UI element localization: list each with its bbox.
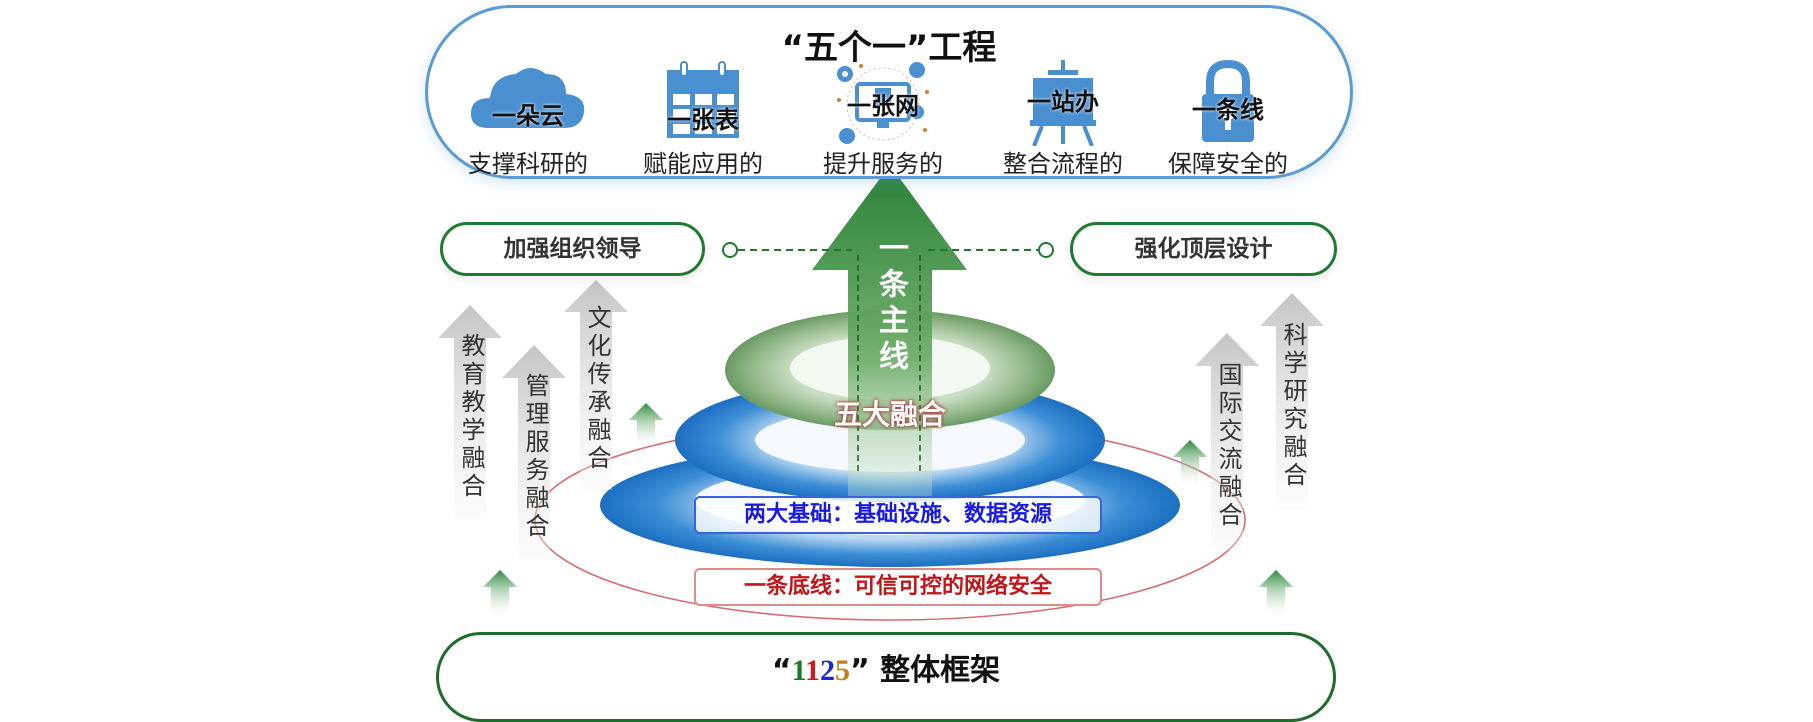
item-name: 一张表 (667, 106, 739, 134)
item-name: 一条线 (1192, 96, 1264, 124)
network-computer-icon (837, 62, 929, 144)
pill-organization-leadership: 加强组织领导 (440, 222, 705, 276)
pill-top-level-design: 强化顶层设计 (1070, 222, 1337, 276)
bottom-line-box: 一条底线：可信可控的网络安全 (694, 568, 1102, 606)
item-cloud: 一朵云 支撑科研的 (453, 60, 603, 178)
cloud-icon (470, 68, 585, 128)
arrow-research (1260, 293, 1324, 510)
quote-open: “ (771, 653, 792, 688)
arrow-international (1195, 333, 1259, 550)
two-foundations-box: 两大基础：基础设施、数据资源 (694, 496, 1102, 534)
item-line: 一条线 保障安全的 (1153, 60, 1303, 178)
fusion-international: 国际交流融合 (1214, 362, 1242, 530)
connector-dot-right (1038, 242, 1054, 258)
fusion-education: 教育教学融合 (457, 333, 485, 501)
item-desc: 整合流程的 (1003, 150, 1123, 178)
item-name: 一朵云 (492, 102, 564, 130)
easel-board-icon (1030, 60, 1096, 146)
arrow-management (502, 345, 566, 560)
item-desc: 保障安全的 (1168, 150, 1288, 178)
small-green-arrow (1173, 440, 1207, 490)
calendar-table-icon (667, 61, 739, 138)
small-green-arrow (1259, 570, 1293, 620)
digit-4: 5 (834, 654, 850, 687)
item-name: 一张网 (847, 92, 919, 120)
item-onestop: 一站办 整合流程的 (988, 60, 1138, 178)
item-network: 一张网 提升服务的 (808, 60, 958, 178)
fusion-culture: 文化传承融合 (583, 305, 611, 473)
diagram-graphics (438, 165, 1324, 621)
framework-title: “1125” 整体框架 (439, 645, 1333, 689)
item-desc: 支撑科研的 (468, 150, 588, 178)
arrow-culture (564, 280, 628, 490)
connector-dot-left (722, 242, 738, 258)
digit-2: 1 (805, 654, 820, 687)
item-name: 一站办 (1027, 88, 1099, 116)
item-table: 一张表 赋能应用的 (628, 60, 778, 178)
small-green-arrow (483, 570, 517, 620)
digit-3: 2 (819, 654, 835, 687)
padlock-icon (1202, 60, 1254, 142)
fusion-management: 管理服务融合 (521, 373, 549, 541)
item-desc: 赋能应用的 (643, 150, 763, 178)
quote-close: ” (849, 653, 870, 688)
arrow-education (438, 305, 502, 520)
panel-title: “五个一”工程 (781, 28, 997, 68)
framework-label: 整体框架 (880, 653, 1001, 688)
item-desc: 提升服务的 (823, 150, 943, 178)
main-line-label: 一条主线 (873, 232, 908, 376)
framework-panel: “1125” 整体框架 (436, 632, 1336, 722)
fusion-research: 科学研究融合 (1279, 322, 1307, 490)
five-ones-panel: “五个一”工程 一朵云 支撑科研的 一张表 赋能应用的 (425, 5, 1353, 179)
main-arrow (812, 165, 967, 520)
small-green-arrow (629, 403, 663, 450)
five-fusions-label: 五大融合 (833, 398, 946, 431)
digit-1: 1 (791, 654, 806, 687)
